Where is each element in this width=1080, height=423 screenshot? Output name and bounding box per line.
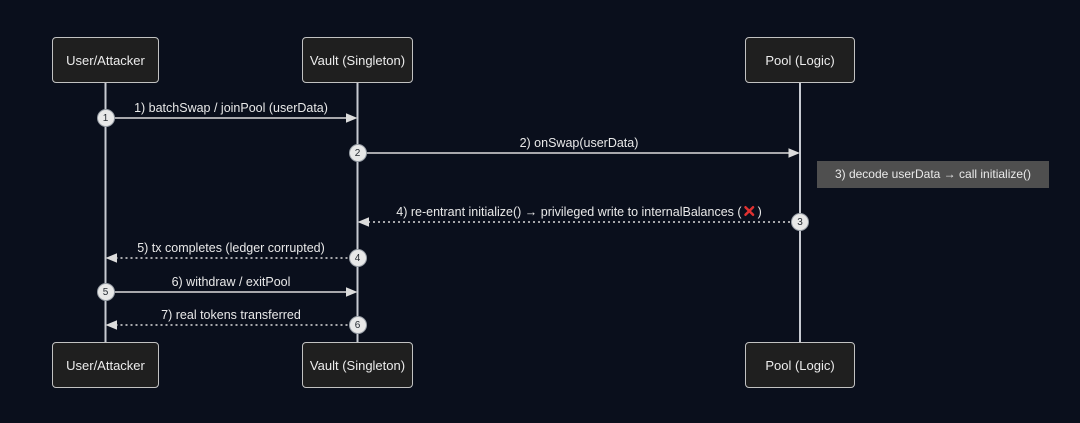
- message-label-7: 7) real tokens transferred: [161, 308, 301, 322]
- step-badge-1: 1: [96, 109, 115, 127]
- actor-box-pool-top: Pool (Logic): [745, 37, 855, 83]
- message-label-5: 5) tx completes (ledger corrupted): [137, 241, 325, 255]
- actor-box-user-attacker-top: User/Attacker: [52, 37, 159, 83]
- arrowhead-message-6: [346, 287, 358, 297]
- actor-label: Pool (Logic): [765, 52, 835, 68]
- actor-box-vault-top: Vault (Singleton): [302, 37, 413, 83]
- arrowhead-message-1: [346, 113, 358, 123]
- actor-box-vault-bottom: Vault (Singleton): [302, 342, 413, 388]
- step-badge-6: 6: [348, 316, 367, 334]
- actor-box-user-attacker-bottom: User/Attacker: [52, 342, 159, 388]
- actor-label: User/Attacker: [66, 52, 145, 68]
- message-4-text: 4) re-entrant initialize() → privileged …: [396, 205, 742, 219]
- step-badge-4: 4: [348, 249, 367, 267]
- note-decode-userdata: 3) decode userData → call initialize(): [817, 161, 1049, 188]
- step-badge-3: 3: [791, 213, 809, 231]
- red-cross-icon: [744, 205, 756, 221]
- arrowhead-message-2: [788, 148, 800, 158]
- message-label-6: 6) withdraw / exitPool: [171, 275, 291, 289]
- message-label-2: 2) onSwap(userData): [519, 136, 639, 150]
- step-badge-5: 5: [96, 283, 115, 301]
- actor-label: Vault (Singleton): [309, 52, 406, 68]
- message-label-4: 4) re-entrant initialize() → privileged …: [396, 204, 761, 221]
- arrowhead-message-7: [105, 320, 117, 330]
- step-badge-2: 2: [348, 144, 367, 162]
- actor-label: Vault (Singleton): [309, 357, 406, 373]
- actor-box-pool-bottom: Pool (Logic): [745, 342, 855, 388]
- actor-label: Pool (Logic): [765, 357, 835, 373]
- message-4-suffix: ): [757, 205, 762, 219]
- arrowhead-message-5: [105, 253, 117, 263]
- arrowhead-message-4: [357, 217, 369, 227]
- actor-label: User/Attacker: [66, 357, 145, 373]
- message-label-1: 1) batchSwap / joinPool (userData): [134, 101, 328, 115]
